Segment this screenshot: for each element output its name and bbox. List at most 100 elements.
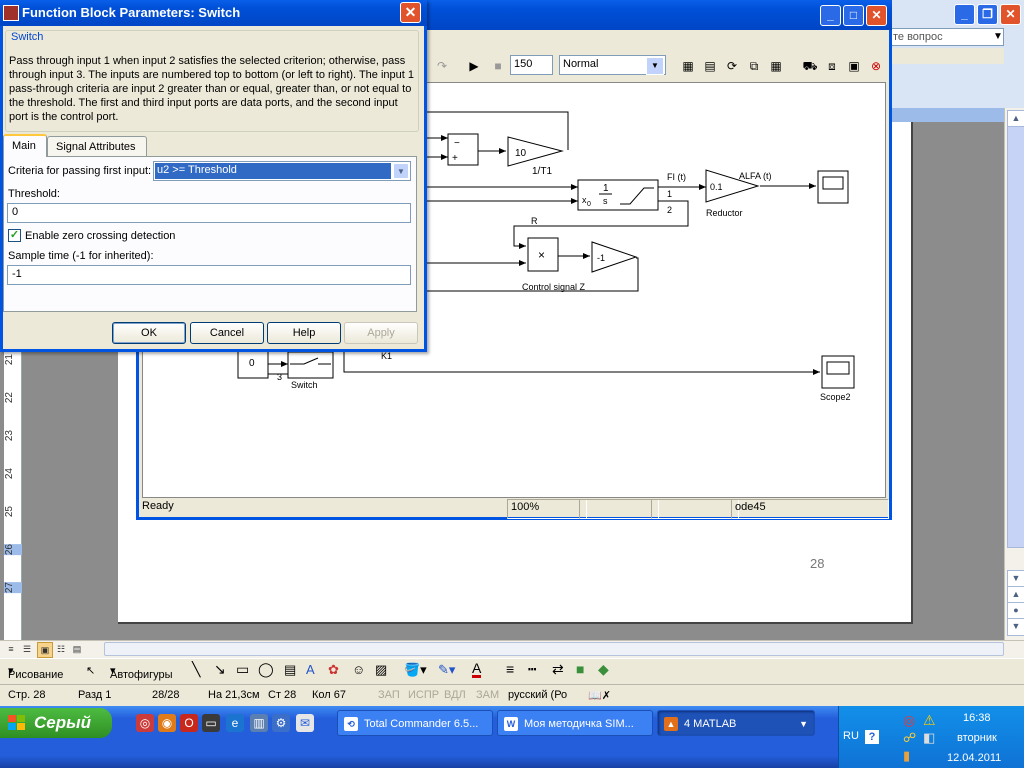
profiler-icon[interactable]: ⧈ xyxy=(828,59,836,73)
gain-neg-block[interactable] xyxy=(591,241,638,273)
3d-style-icon[interactable]: ◆ xyxy=(598,661,609,677)
chevron-down-icon[interactable]: ▼ xyxy=(646,57,664,75)
cancel-button[interactable]: Cancel xyxy=(190,322,264,344)
sim-close-button[interactable]: ✕ xyxy=(866,5,887,26)
zero-crossing-checkbox[interactable]: ✓ xyxy=(8,229,21,242)
tab-main-selected[interactable]: Main xyxy=(3,134,47,157)
spelling-status-icon[interactable]: 📖✗ xyxy=(588,690,611,702)
limited-integrator-block[interactable] xyxy=(577,179,659,211)
word-minimize-button[interactable]: _ xyxy=(954,4,975,25)
select-objects-icon[interactable]: ↖ xyxy=(86,665,96,677)
line-icon[interactable]: ╲ xyxy=(192,661,201,677)
sim-minimize-button[interactable]: _ xyxy=(820,5,841,26)
textbox-icon[interactable]: ▤ xyxy=(284,662,297,677)
model-explorer-icon[interactable]: ▤ xyxy=(704,59,716,73)
show-desktop-icon[interactable]: ▭ xyxy=(202,714,220,732)
advisor-icon[interactable]: ⊗ xyxy=(870,59,882,73)
threshold-input[interactable]: 0 xyxy=(7,203,411,223)
tray-app-icon[interactable]: ▮ xyxy=(903,748,911,763)
help-icon[interactable]: ? xyxy=(865,730,879,744)
calculator-icon[interactable]: ▥ xyxy=(250,714,268,732)
sample-time-input[interactable]: -1 xyxy=(7,265,411,285)
print-layout-icon[interactable]: ▣ xyxy=(37,642,53,658)
chevron-down-icon[interactable]: ▼ xyxy=(993,31,1003,42)
dash-style-icon[interactable]: ┅ xyxy=(528,661,537,677)
redo-icon[interactable]: ↷ xyxy=(436,59,448,73)
product-block[interactable] xyxy=(527,237,559,272)
sim-maximize-button[interactable]: □ xyxy=(843,5,864,26)
properties-icon[interactable]: ▣ xyxy=(848,59,860,73)
wordart-icon[interactable]: A xyxy=(306,662,315,677)
vertical-scrollbar[interactable]: ▲ ▼ ▲ ● ▼ xyxy=(1004,108,1024,640)
ok-button[interactable]: OK xyxy=(112,322,186,344)
word-restore-button[interactable]: ❐ xyxy=(977,4,998,25)
arrow-icon[interactable]: ↘ xyxy=(214,661,226,677)
rectangle-icon[interactable]: ▭ xyxy=(236,661,250,677)
status-ext[interactable]: ВДЛ xyxy=(444,689,466,701)
task-matlab-group[interactable]: ▲4 MATLAB▼ xyxy=(657,710,815,736)
normal-view-icon[interactable]: ≡ xyxy=(8,644,14,654)
dialog-titlebar[interactable] xyxy=(0,0,427,26)
line-style-icon[interactable]: ≡ xyxy=(506,661,515,677)
diagram-icon[interactable]: ✿ xyxy=(328,662,339,677)
web-view-icon[interactable]: ☰ xyxy=(22,644,32,654)
oval-icon[interactable]: ◯ xyxy=(258,661,274,677)
grid-icon[interactable]: ▦ xyxy=(770,59,782,73)
constant-block[interactable] xyxy=(237,349,269,379)
fill-color-icon[interactable]: 🪣▾ xyxy=(404,662,427,677)
next-page-icon[interactable]: ▼ xyxy=(1007,618,1024,636)
status-ovr[interactable]: ЗАМ xyxy=(476,689,500,701)
reading-view-icon[interactable]: ▤ xyxy=(72,644,82,654)
firefox-icon[interactable]: ◉ xyxy=(158,714,176,732)
shadow-style-icon[interactable]: ■ xyxy=(576,661,585,677)
task-label: Total Commander 6.5... xyxy=(364,718,479,730)
autoshapes-menu[interactable]: Автофигуры ▾ xyxy=(110,665,173,681)
stop-time-input[interactable]: 150 xyxy=(510,55,553,75)
outline-view-icon[interactable]: ☷ xyxy=(56,644,66,654)
debug-icon[interactable]: ⛟ xyxy=(802,59,818,73)
tab-signal-attributes[interactable]: Signal Attributes xyxy=(47,136,147,156)
font-color-icon[interactable]: A xyxy=(472,660,482,678)
status-language: русский (Ро xyxy=(508,689,568,701)
messenger-icon[interactable]: ✉ xyxy=(296,714,314,732)
build-icon[interactable]: ⧉ xyxy=(749,59,759,73)
media-player-icon[interactable]: ⚙ xyxy=(272,714,290,732)
simulation-mode-select[interactable]: Normal ▼ xyxy=(559,55,666,75)
word-close-button[interactable]: ✕ xyxy=(1000,4,1021,25)
sum-block[interactable] xyxy=(447,133,479,166)
line-color-icon[interactable]: ✎▾ xyxy=(438,662,456,677)
volume-icon[interactable]: ◧ xyxy=(923,730,936,745)
horizontal-scrollbar[interactable] xyxy=(104,642,1004,656)
clipart-icon[interactable]: ☺ xyxy=(352,662,366,677)
picture-icon[interactable]: ▨ xyxy=(375,662,388,677)
update-diagram-icon[interactable]: ⟳ xyxy=(726,59,738,73)
status-line: Ст 28 xyxy=(268,689,297,701)
word-help-search-input[interactable]: те вопрос xyxy=(888,28,1004,46)
apply-button[interactable]: Apply xyxy=(344,322,418,344)
language-indicator[interactable]: RU xyxy=(843,730,859,742)
criteria-select[interactable]: u2 >= Threshold ▼ xyxy=(153,161,411,181)
library-browser-icon[interactable]: ▦ xyxy=(682,59,694,73)
help-button[interactable]: Help xyxy=(267,322,341,344)
start-simulation-icon[interactable]: ▶ xyxy=(469,59,479,73)
scroll-thumb[interactable] xyxy=(1007,126,1024,548)
gain-t1-block[interactable] xyxy=(507,136,564,167)
task-total-commander[interactable]: ⟲Total Commander 6.5... xyxy=(337,710,493,736)
opera-browser-icon[interactable]: O xyxy=(180,714,198,732)
antivirus-icon[interactable]: ◎ xyxy=(903,712,916,728)
close-icon[interactable]: ✕ xyxy=(400,2,421,23)
opera-icon[interactable]: ◎ xyxy=(136,714,154,732)
switch-block[interactable] xyxy=(287,351,334,379)
status-trk[interactable]: ИСПР xyxy=(408,689,440,701)
reductor-block[interactable] xyxy=(705,169,760,203)
network-icon[interactable]: ☍ xyxy=(903,730,917,745)
stop-simulation-icon[interactable]: ■ xyxy=(494,59,502,73)
warning-icon[interactable]: ⚠ xyxy=(923,712,936,728)
internet-explorer-icon[interactable]: e xyxy=(226,714,244,732)
clock-time[interactable]: 16:38 xyxy=(963,712,991,724)
chevron-down-icon[interactable]: ▼ xyxy=(393,163,409,179)
drawing-menu[interactable]: Рисование ▾ xyxy=(8,665,64,681)
arrow-style-icon[interactable]: ⇄ xyxy=(552,661,564,677)
status-rec[interactable]: ЗАП xyxy=(378,689,400,701)
